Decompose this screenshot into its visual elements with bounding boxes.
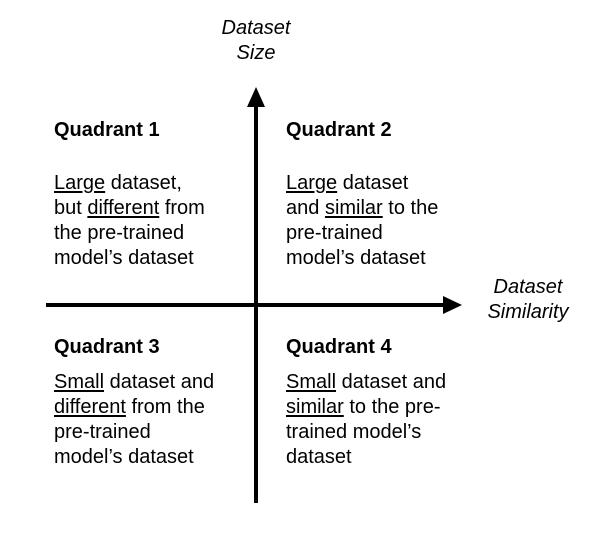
quadrant-2-body-line: and similar to the: [286, 197, 439, 219]
quadrant-2-title: Quadrant 2: [286, 119, 392, 141]
quadrant-3-body: Small dataset and different from the pre…: [54, 370, 269, 470]
x-axis-line: [46, 303, 445, 307]
x-axis-label: Dataset Similarity: [478, 275, 578, 325]
y-axis-label-line2: Size: [236, 42, 276, 64]
quadrant-1-block: Quadrant 1 Large dataset, but different …: [54, 119, 269, 271]
quadrant-4-body-line: trained model’s: [286, 421, 422, 443]
quadrant-1-body: Large dataset, but different from the pr…: [54, 171, 269, 271]
quadrant-3-body-line: different from the: [54, 396, 205, 418]
x-axis-label-line2: Similarity: [487, 301, 569, 323]
quadrant-2-body-line: pre-trained: [286, 222, 383, 244]
up-arrow-icon: [247, 87, 265, 107]
quadrant-1-body-line: but different from: [54, 197, 205, 219]
y-axis-label-line1: Dataset: [221, 17, 291, 39]
quadrant-1-body-line: the pre-trained: [54, 222, 185, 244]
y-axis-line: [254, 100, 258, 503]
quadrant-2-body-line: Large dataset: [286, 172, 409, 194]
x-axis-label-line1: Dataset: [493, 276, 563, 298]
quadrant-1-body-line: Large dataset,: [54, 172, 182, 194]
quadrant-3-body-line: model’s dataset: [54, 446, 194, 468]
quadrant-4-body-line: similar to the pre-: [286, 396, 441, 418]
quadrant-2-body: Large dataset and similar to the pre-tra…: [286, 171, 501, 271]
quadrant-3-body-line: Small dataset and: [54, 371, 215, 393]
right-arrow-icon: [443, 296, 462, 314]
quadrant-4-body-line: Small dataset and: [286, 371, 447, 393]
quadrant-4-block: Quadrant 4 Small dataset and similar to …: [286, 336, 501, 470]
quadrant-4-body: Small dataset and similar to the pre- tr…: [286, 370, 501, 470]
quadrant-4-title: Quadrant 4: [286, 336, 392, 358]
quadrant-2-body-line: model’s dataset: [286, 247, 426, 269]
y-axis-label: Dataset Size: [176, 16, 336, 66]
quadrant-1-title: Quadrant 1: [54, 119, 160, 141]
quadrant-3-title: Quadrant 3: [54, 336, 160, 358]
quadrant-4-body-line: dataset: [286, 446, 352, 468]
quadrant-2-block: Quadrant 2 Large dataset and similar to …: [286, 119, 501, 271]
quadrant-3-block: Quadrant 3 Small dataset and different f…: [54, 336, 269, 470]
quadrant-3-body-line: pre-trained: [54, 421, 151, 443]
quadrant-1-body-line: model’s dataset: [54, 247, 194, 269]
